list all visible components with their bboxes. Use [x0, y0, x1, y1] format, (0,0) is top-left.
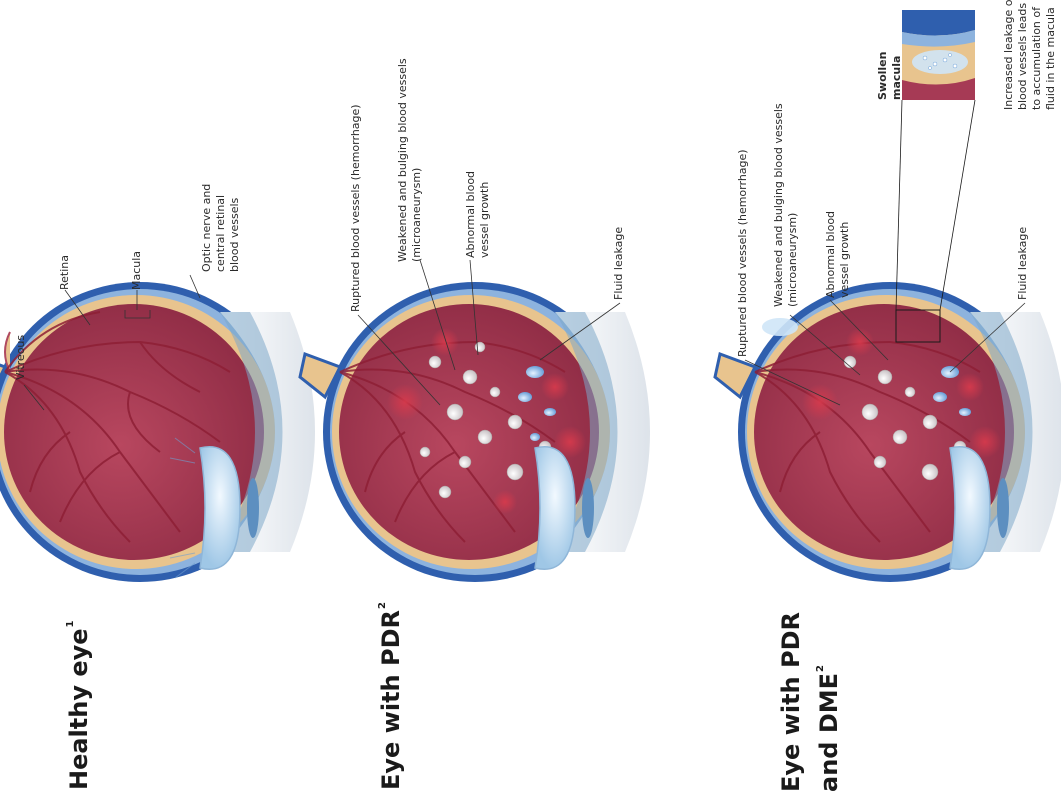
pdr-dme-eye-illustration [715, 282, 1061, 582]
label-increased-leakage-line4: fluid in the macula [1044, 7, 1057, 110]
swollen-macula-inset [902, 10, 975, 100]
pdr-eye-title-text: Eye with PDR [377, 610, 405, 790]
pdr-eye-title: Eye with PDR2 [368, 602, 406, 790]
label-increased-leakage-line2: blood vessels leads [1016, 3, 1029, 110]
pdr-dme-eye-title-line1: Eye with PDR [776, 612, 806, 792]
macula-zoom-line-top [896, 100, 902, 310]
healthy-eye-illustration [0, 282, 315, 582]
label-optic-nerve-line3: blood vessels [228, 198, 241, 272]
label-dme-weakened-vessels-line2: (microaneurysm) [786, 213, 799, 307]
macula-zoom-line-bottom [940, 100, 975, 310]
label-swollen-macula-line1: Swollen [876, 52, 889, 100]
label-dme-abnormal-growth-line1: Abnormal blood [824, 211, 837, 298]
healthy-eye-title-text: Healthy eye [65, 628, 93, 790]
label-pdr-fluid-leakage: Fluid leakage [612, 227, 625, 300]
label-pdr-ruptured-vessels: Ruptured blood vessels (hemorrhage) [349, 104, 362, 312]
label-dme-weakened-vessels-line1: Weakened and bulging blood vessels [772, 103, 785, 307]
label-dme-abnormal-growth-line2: vessel growth [838, 222, 851, 298]
label-increased-leakage-line1: Increased leakage of [1002, 0, 1015, 110]
pdr-eye-illustration [300, 282, 650, 582]
pdr-dme-eye-title-ref: 2 [815, 665, 826, 672]
label-pdr-weakened-vessels-line2: (microaneurysm) [410, 168, 423, 262]
label-optic-nerve-line2: central retinal [214, 195, 227, 272]
healthy-eye-title: Healthy eye1 [56, 620, 94, 790]
label-pdr-weakened-vessels-line1: Weakened and bulging blood vessels [396, 58, 409, 262]
label-dme-ruptured-vessels: Ruptured blood vessels (hemorrhage) [736, 149, 749, 357]
label-swollen-macula-line2: macula [890, 56, 903, 100]
pdr-eye-title-ref: 2 [377, 602, 388, 609]
label-retina: Retina [58, 255, 71, 290]
healthy-eye-title-ref: 1 [65, 620, 76, 627]
label-pdr-abnormal-growth-line2: vessel growth [478, 182, 491, 258]
label-macula: Macula [130, 251, 143, 290]
label-vitreous: Vitreous [14, 335, 27, 380]
pdr-dme-eye-title: Eye with PDR and DME2 [776, 612, 844, 792]
label-dme-fluid-leakage: Fluid leakage [1016, 227, 1029, 300]
label-pdr-abnormal-growth-line1: Abnormal blood [464, 171, 477, 258]
label-increased-leakage-line3: to accumulation of [1030, 7, 1043, 110]
label-optic-nerve-line1: Optic nerve and [200, 184, 213, 272]
pdr-dme-eye-title-line2: and DME [815, 673, 843, 792]
